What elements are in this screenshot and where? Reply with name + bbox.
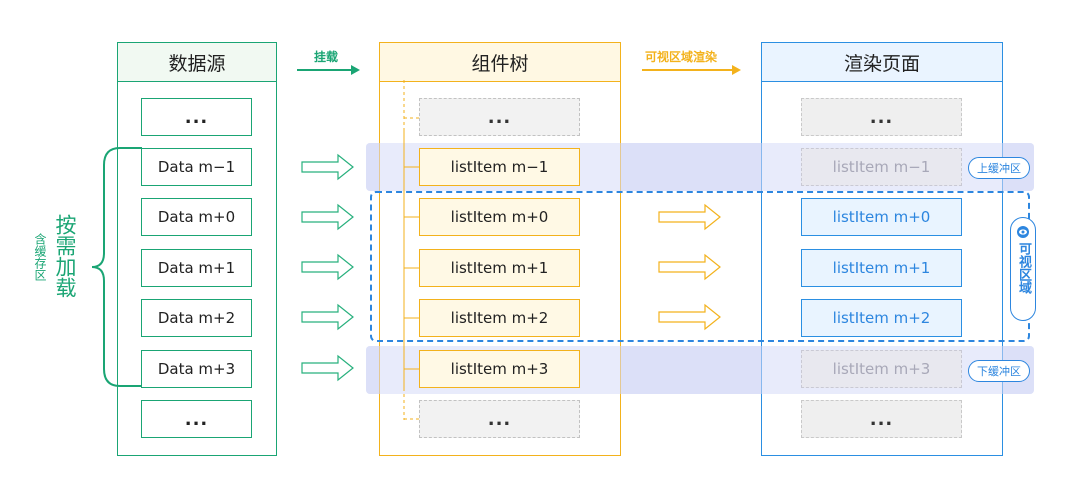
tree-item: listItem m−1 bbox=[419, 148, 580, 186]
eye-icon bbox=[1017, 226, 1029, 238]
visible-render-arrow-icon bbox=[642, 65, 741, 75]
block-arrow-icon bbox=[301, 354, 354, 382]
data-item: Data m−1 bbox=[141, 148, 252, 186]
data-ellipsis-bottom: ... bbox=[141, 400, 252, 438]
block-arrow-icon bbox=[301, 303, 354, 331]
block-arrow-icon bbox=[658, 303, 721, 331]
includes-cache-label: 含缓存区 bbox=[33, 233, 47, 281]
render-item: listItem m+0 bbox=[801, 198, 962, 236]
mount-block-arrows bbox=[301, 153, 354, 382]
data-item: Data m+2 bbox=[141, 299, 252, 337]
data-item: Data m+3 bbox=[141, 350, 252, 388]
brace-icon bbox=[91, 147, 142, 387]
render-page-title: 渲染页面 bbox=[762, 43, 1002, 82]
render-item-buffered: listItem m+3 bbox=[801, 350, 962, 388]
render-item: listItem m+1 bbox=[801, 249, 962, 287]
data-source-title: 数据源 bbox=[118, 43, 276, 82]
upper-buffer-label: 上缓冲区 bbox=[968, 157, 1030, 179]
on-demand-load-label: 按需加载 bbox=[53, 214, 77, 298]
render-ellipsis-top: ... bbox=[801, 98, 962, 136]
visible-area-frame bbox=[370, 191, 1030, 342]
tree-connector-lines bbox=[403, 80, 419, 420]
tree-item: listItem m+3 bbox=[419, 350, 580, 388]
block-arrow-icon bbox=[301, 203, 354, 231]
mount-arrow-label: 挂载 bbox=[314, 50, 339, 64]
render-item: listItem m+2 bbox=[801, 299, 962, 337]
tree-item: listItem m+2 bbox=[419, 299, 580, 337]
data-item: Data m+1 bbox=[141, 249, 252, 287]
render-item-buffered: listItem m−1 bbox=[801, 148, 962, 186]
visible-area-label: 可视区域 bbox=[1016, 242, 1031, 294]
data-ellipsis-top: ... bbox=[141, 98, 252, 136]
mount-arrow-icon bbox=[297, 65, 360, 75]
visible-area-label-pill: 可视区域 bbox=[1010, 217, 1036, 321]
block-arrow-icon bbox=[658, 253, 721, 281]
block-arrow-icon bbox=[301, 153, 354, 181]
data-item: Data m+0 bbox=[141, 198, 252, 236]
block-arrow-icon bbox=[301, 253, 354, 281]
tree-ellipsis-top: ... bbox=[419, 98, 580, 136]
tree-item: listItem m+0 bbox=[419, 198, 580, 236]
render-block-arrows bbox=[658, 203, 721, 331]
render-ellipsis-bottom: ... bbox=[801, 400, 962, 438]
block-arrow-icon bbox=[658, 203, 721, 231]
component-tree-title: 组件树 bbox=[380, 43, 620, 82]
tree-ellipsis-bottom: ... bbox=[419, 400, 580, 438]
visible-render-arrow-label: 可视区域渲染 bbox=[645, 50, 718, 64]
tree-item: listItem m+1 bbox=[419, 249, 580, 287]
lower-buffer-label: 下缓冲区 bbox=[968, 360, 1030, 382]
